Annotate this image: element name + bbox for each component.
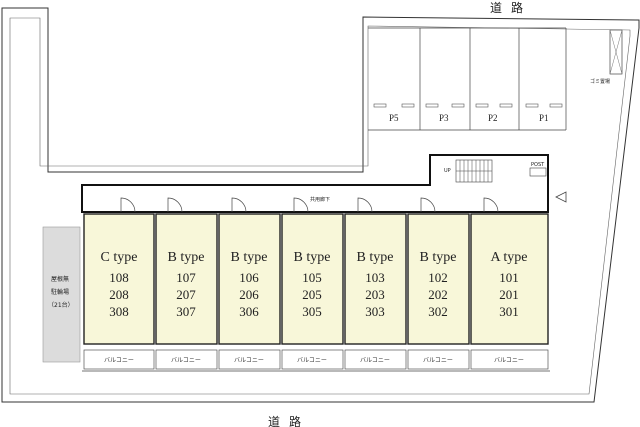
garbage-area [609,29,623,75]
unit-block [281,213,344,345]
balcony [407,349,470,370]
balcony-label: バルコニー [360,357,390,364]
parking-label-p1: P1 [539,113,549,123]
balcony [281,349,344,370]
unit-room-number: 206 [239,287,259,302]
road-top-label: 道 路 [490,0,526,15]
road-bottom-label: 道 路 [268,414,304,427]
unit-type: B type [294,250,331,265]
unit-room-number: 308 [109,304,129,319]
unit-type: C type [101,250,138,265]
bike-parking-area [42,226,81,363]
balcony [218,349,281,370]
unit-room-number: 207 [176,287,196,302]
unit-block [344,213,407,345]
stair-up-label: UP [444,168,451,174]
balcony-label: バルコニー [171,357,201,364]
unit-block [470,213,549,345]
stair-icon [455,159,493,183]
parking-label-p5: P5 [389,113,399,123]
unit-room-number: 301 [499,304,519,319]
unit-room-number: 208 [109,287,129,302]
unit-type: B type [168,250,205,265]
balcony [155,349,218,370]
balcony-label: バルコニー [423,357,453,364]
unit-room-number: 203 [365,287,385,302]
unit-type: B type [420,250,457,265]
balcony [470,349,549,370]
unit-room-number: 302 [428,304,448,319]
unit-block [218,213,281,345]
building-outline [81,154,549,213]
unit-room-number: 107 [176,270,196,285]
unit-block [407,213,470,345]
balcony [344,349,407,370]
balcony-label: バルコニー [494,357,524,364]
unit-room-number: 202 [428,287,448,302]
unit-type: A type [491,250,528,265]
unit-row: C type 108 208 308 バルコニー B type 107 207 … [83,213,549,370]
unit-room-number: 106 [239,270,259,285]
post-label: POST [531,162,545,168]
unit-room-number: 103 [365,270,385,285]
unit-room-number: 205 [302,287,322,302]
bike-parking-line-3: （21台） [48,301,74,309]
unit-room-number: 105 [302,270,322,285]
parking-label-p3: P3 [439,113,449,123]
door-swings [120,197,499,213]
parking-label-p2: P2 [488,113,498,123]
unit-room-number: 305 [302,304,322,319]
corridor-label: 共用廊下 [310,196,330,203]
unit-block [155,213,218,345]
balcony-label: バルコニー [104,357,134,364]
unit-room-number: 108 [109,270,129,285]
unit-room-number: 101 [499,270,519,285]
parking-area [368,27,567,131]
balcony [83,349,155,370]
entrance-arrow-icon [555,191,567,203]
unit-room-number: 303 [365,304,385,319]
balcony-label: バルコニー [297,357,327,364]
unit-type: B type [231,250,268,265]
site-boundary-outer [1,7,640,403]
bike-parking-line-2: 駐輪場 [51,288,69,296]
balcony-label: バルコニー [234,357,264,364]
unit-room-number: 201 [499,287,519,302]
post-box [529,167,547,177]
unit-room-number: 307 [176,304,196,319]
unit-block [83,213,155,345]
unit-room-number: 306 [239,304,259,319]
garbage-label: ゴミ置場 [590,78,610,85]
unit-type: B type [357,250,394,265]
bike-parking-line-1: 屋根無 [51,275,69,283]
unit-room-number: 102 [428,270,448,285]
